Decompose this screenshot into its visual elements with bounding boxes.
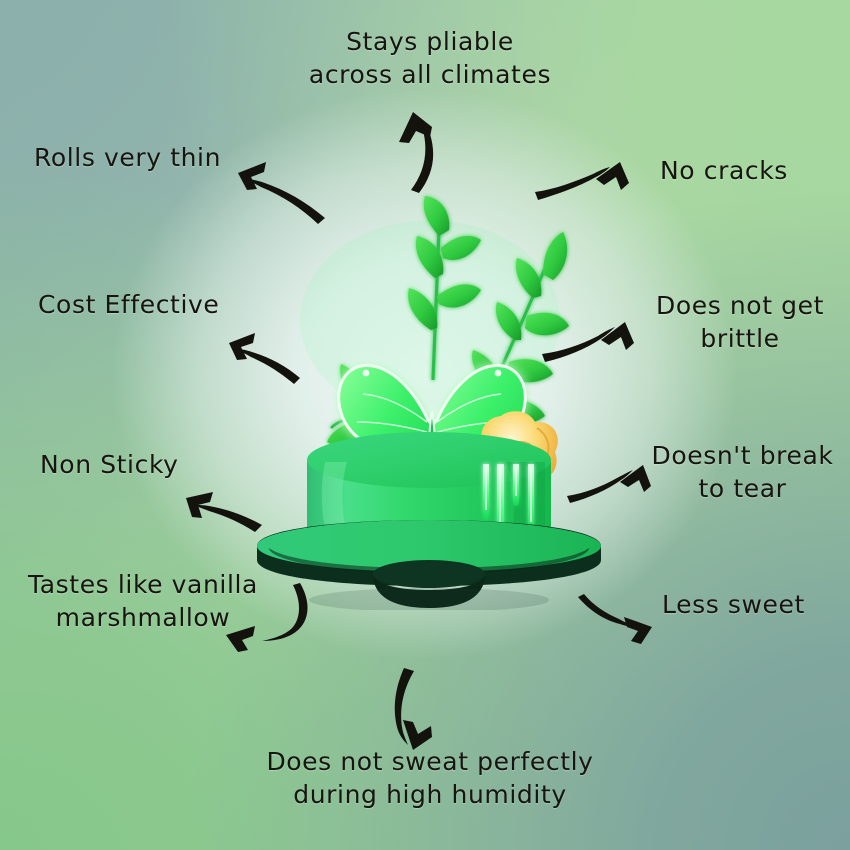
callout-label-rolls: Rolls very thin (34, 143, 222, 172)
cake-illustration (245, 170, 615, 610)
callout-label-no-cracks: No cracks (660, 156, 788, 185)
callout-label-less-sweet: Less sweet (662, 590, 805, 619)
callout-label-non-sticky: Non Sticky (40, 450, 179, 479)
callout-label-vanilla-marshmallow: Tastes like vanilla marshmallow (28, 570, 258, 632)
callout-label-brittle: Does not get brittle (655, 291, 825, 353)
cake-board (257, 520, 601, 586)
callout-label-break-tear: Doesn't break to tear (651, 441, 834, 503)
cake-stand (373, 560, 485, 608)
callout-label-cost-effective: Cost Effective (38, 290, 220, 319)
callout-label-pliable: Stays pliable across all climates (308, 27, 552, 89)
callout-label-no-sweat: Does not sweat perfectly during high hum… (266, 747, 594, 809)
